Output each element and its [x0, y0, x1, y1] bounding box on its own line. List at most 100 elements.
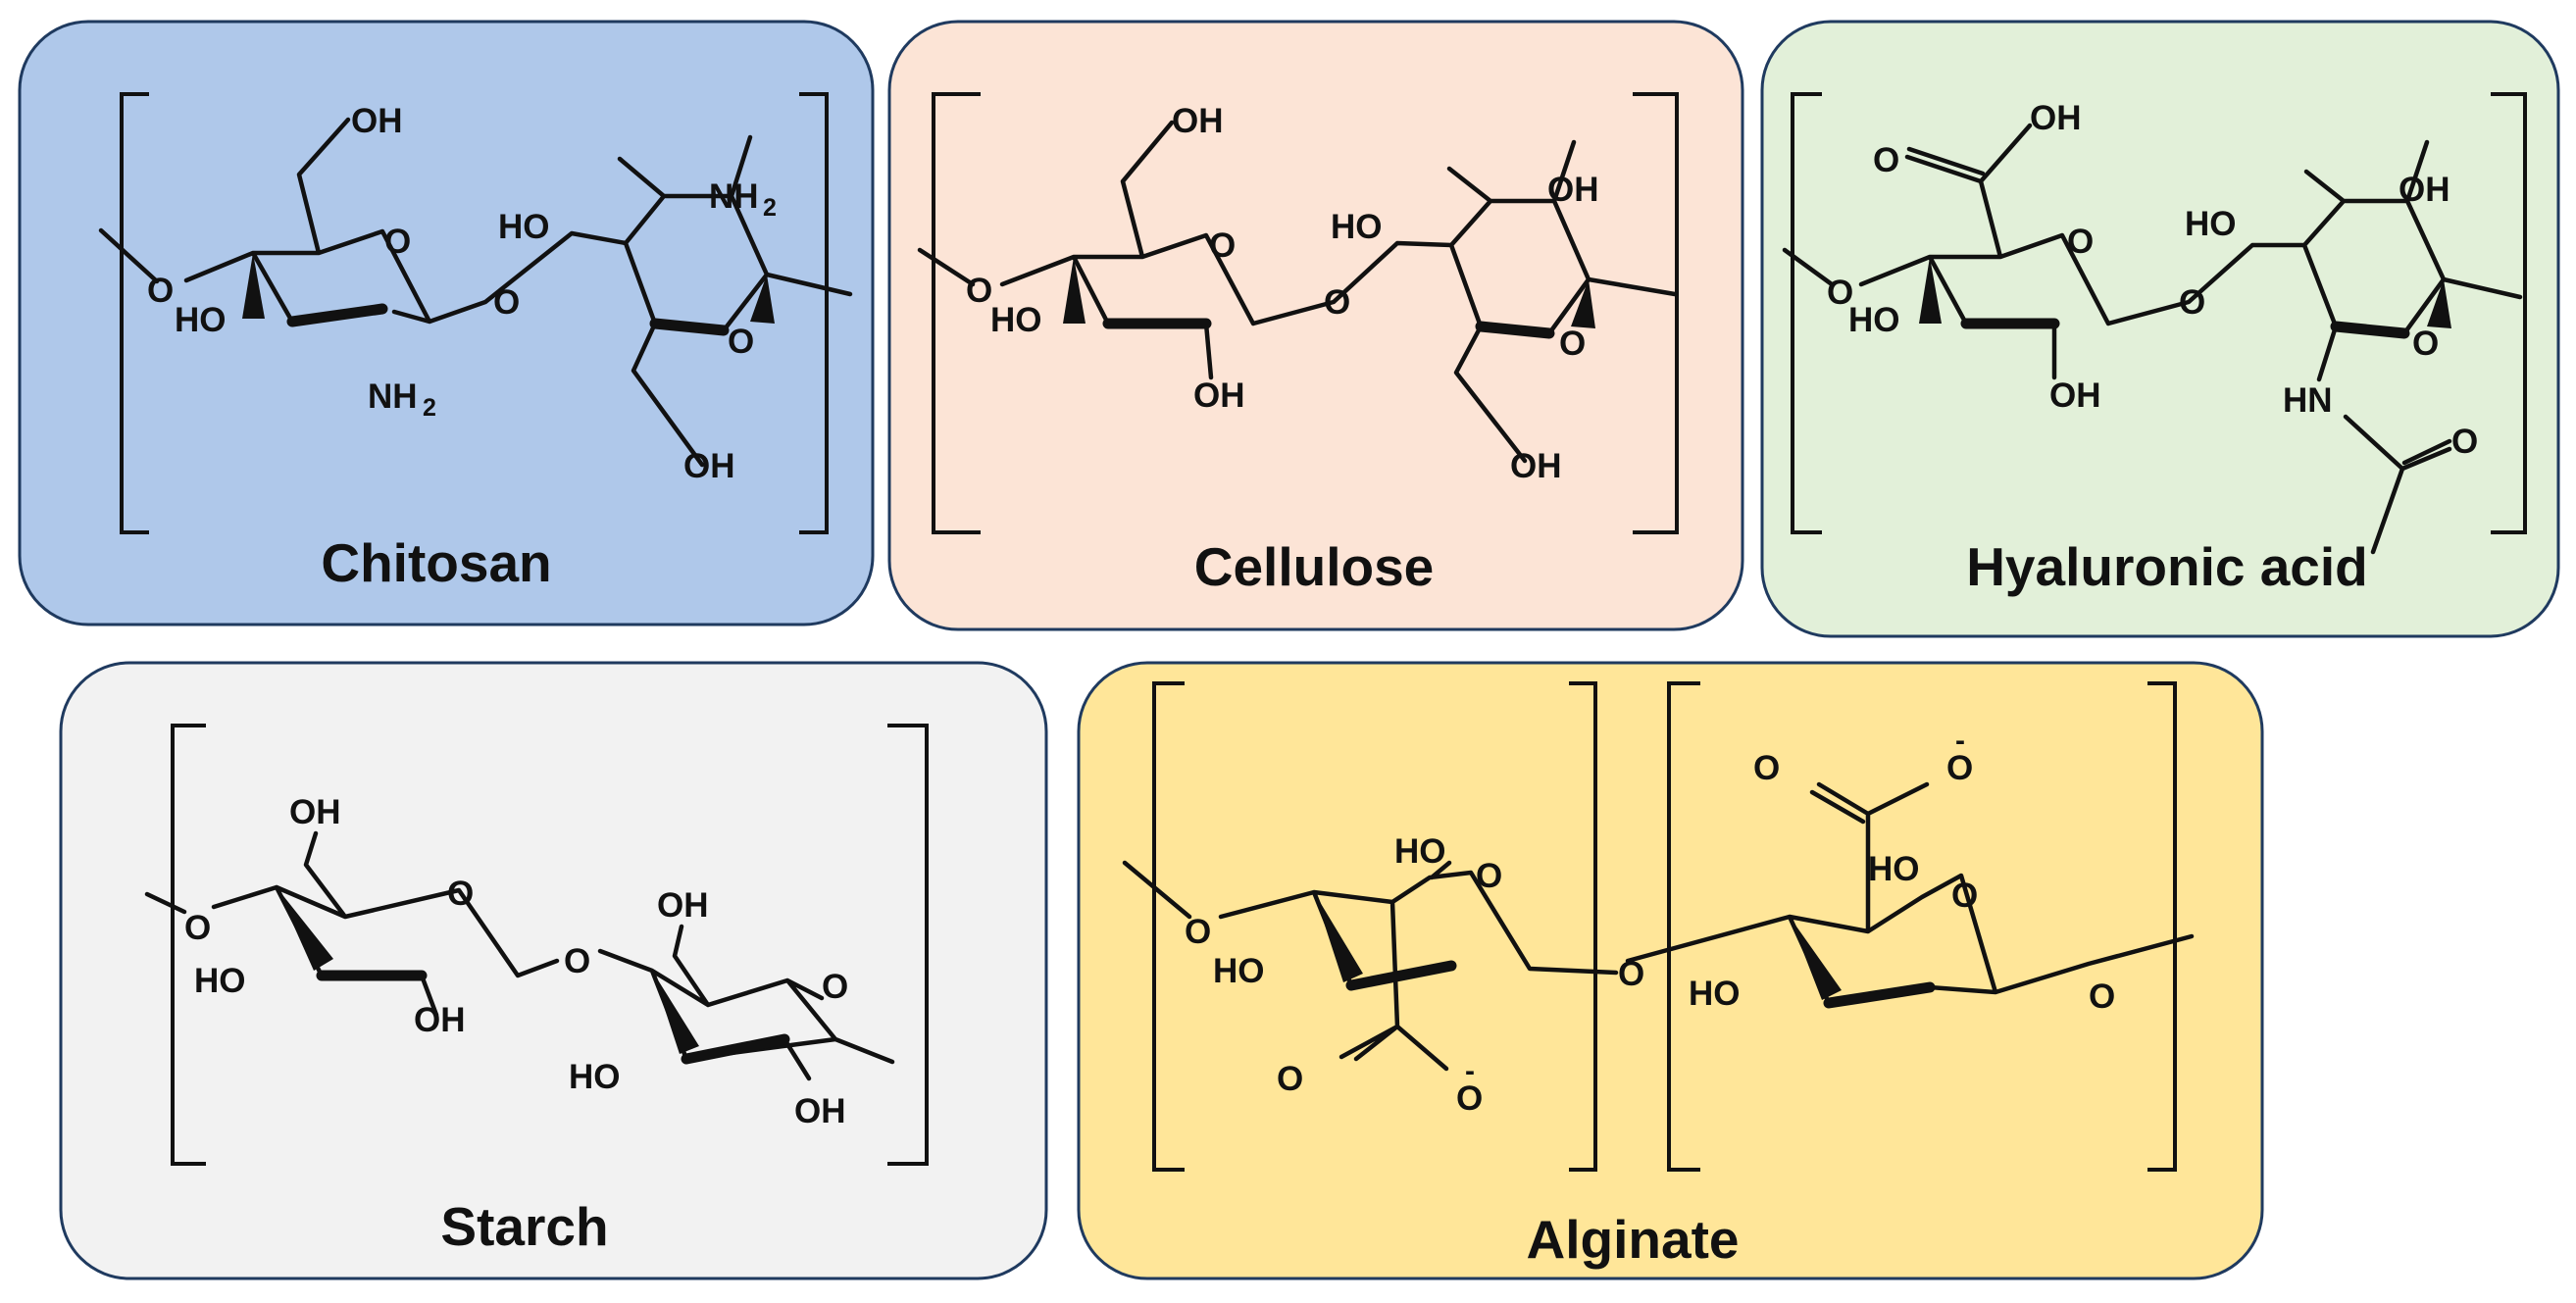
alginate-bracket-1-right: [1569, 681, 1597, 1172]
chitosan-glycosidic-o: O: [493, 283, 520, 322]
hyaluronic-ring-o-2: O: [2412, 325, 2439, 363]
chitosan-structure: OH O O HO NH 2 O HO NH 2 O OH Chitosan: [98, 92, 853, 593]
cellulose-oh-top: OH: [1172, 102, 1224, 140]
hyaluronic-bracket-right: [2491, 92, 2527, 534]
cellulose-bracket-right: [1633, 92, 1679, 534]
alginate-wedge-2: [1790, 917, 1842, 1000]
starch-ho-left: HO: [194, 962, 246, 1000]
alginate-bracket-1-left: [1152, 681, 1185, 1172]
alginate-charge-2: -: [1955, 725, 1965, 757]
hyaluronic-wedge-2: [2427, 279, 2451, 328]
panel-cellulose: [887, 20, 1744, 631]
cellulose-label: Cellulose: [1194, 536, 1435, 597]
chitosan-nh-bottom: NH: [368, 377, 418, 416]
chitosan-nh-top: NH: [709, 177, 759, 216]
hyaluronic-acid-label: Hyaluronic acid: [1966, 536, 2368, 597]
chitosan-bold-bond: [286, 303, 388, 327]
cellulose-ho-left: HO: [990, 301, 1042, 339]
chitosan-link-o: O: [147, 272, 174, 310]
starch-ho-right: HO: [569, 1058, 621, 1096]
starch-oh-top-2: OH: [657, 886, 709, 925]
alginate-bracket-2-right: [2147, 681, 2177, 1172]
chitosan-wedge-2: [750, 275, 775, 324]
cellulose-bold-bond-2: [1475, 321, 1555, 339]
starch-wedge-2: [652, 971, 699, 1054]
starch-ring-o-2: O: [822, 968, 848, 1006]
panel-chitosan-background: [18, 20, 875, 626]
hyaluronic-wedge: [1919, 257, 1942, 324]
hyaluronic-ho-left: HO: [1848, 301, 1900, 339]
alginate-structure: HO O O HO O O O - O O - HO O HO O Algina…: [1122, 681, 2195, 1270]
chitosan-oh-bottom: OH: [683, 447, 735, 485]
chitosan-wedge: [242, 253, 265, 319]
chitosan-ho-right: HO: [498, 208, 550, 246]
starch-wedge: [277, 887, 333, 971]
cellulose-ring-o-2: O: [1559, 325, 1586, 363]
cellulose-oh-bottom-2: OH: [1510, 447, 1562, 485]
panel-chitosan: [18, 20, 875, 626]
cellulose-bracket-left: [932, 92, 981, 534]
starch-bracket-left: [171, 724, 206, 1166]
hyaluronic-ho-right: HO: [2185, 205, 2237, 243]
starch-oh-top: OH: [289, 793, 341, 831]
hyaluronic-acetyl-o: O: [2451, 423, 2478, 461]
alginate-wedge: [1314, 892, 1363, 982]
chitosan-bold-bond-2: [649, 318, 730, 336]
alginate-ring-o-1: O: [1476, 857, 1502, 895]
chitosan-nh2-top-sub: 2: [763, 194, 777, 222]
starch-structure: OH O O HO OH O OH O HO OH Starch: [144, 724, 929, 1257]
chitosan-ho-left: HO: [175, 301, 227, 339]
alginate-carboxylate-o-1: O: [1277, 1060, 1303, 1098]
hyaluronic-carboxyl-o: O: [1873, 141, 1899, 179]
alginate-carboxylate-o-3: O: [1753, 749, 1780, 787]
alginate-bold-bond: [1345, 960, 1457, 991]
hyaluronic-acid-structure: OH O O O HO OH O HO OH O HN O Hyaluronic…: [1782, 92, 2527, 597]
starch-ring-o: O: [447, 875, 474, 913]
alginate-carboxylate-o-4: O: [1946, 749, 1973, 787]
panel-cellulose-background: [887, 20, 1744, 631]
panel-starch-background: [59, 661, 1048, 1280]
hyaluronic-bracket-left: [1791, 92, 1822, 534]
hyaluronic-link-o: O: [1827, 274, 1853, 312]
alginate-terminal-o: O: [2089, 977, 2115, 1016]
starch-oh-bottom-2: OH: [794, 1092, 846, 1130]
cellulose-glycosidic-o: O: [1324, 283, 1350, 322]
cellulose-wedge: [1063, 257, 1086, 324]
alginate-link-o: O: [1185, 913, 1211, 951]
hyaluronic-bold-bond-2: [2330, 321, 2410, 339]
chitosan-nh2-top: NH 2: [709, 177, 777, 222]
cellulose-oh-top-2: OH: [1547, 171, 1599, 209]
hyaluronic-carboxyl-oh: OH: [2030, 99, 2082, 137]
hyaluronic-glycosidic-o: O: [2179, 283, 2205, 322]
chitosan-nh2-bottom: NH 2: [368, 377, 436, 422]
alginate-glycosidic-o: O: [1618, 955, 1644, 993]
starch-label: Starch: [440, 1196, 608, 1257]
panel-starch: [59, 661, 1048, 1280]
chitosan-bracket-right: [799, 92, 829, 534]
alginate-label: Alginate: [1527, 1209, 1740, 1270]
alginate-ho-left-2: HO: [1689, 975, 1741, 1013]
hyaluronic-oh-top: OH: [2399, 171, 2450, 209]
alginate-ho-top-2: HO: [1868, 850, 1920, 888]
alginate-ho-top-1: HO: [1394, 832, 1446, 871]
chitosan-bracket-left: [120, 92, 149, 534]
starch-oh-bottom: OH: [414, 1001, 466, 1039]
starch-bracket-right: [887, 724, 929, 1166]
alginate-carboxylate-o-minus-2: O -: [1946, 725, 1973, 787]
alginate-bracket-2-left: [1667, 681, 1700, 1172]
starch-glycosidic-o: O: [564, 942, 590, 980]
alginate-carboxylate-o-2: O: [1456, 1079, 1483, 1118]
cellulose-ho-right: HO: [1331, 208, 1383, 246]
chitosan-ring-o: O: [384, 223, 411, 261]
starch-bold-bond-2: [681, 1033, 790, 1065]
alginate-charge-1: -: [1465, 1055, 1475, 1087]
cellulose-ring-o: O: [1209, 226, 1236, 265]
cellulose-wedge-2: [1571, 279, 1595, 328]
starch-link-o: O: [184, 909, 211, 947]
alginate-carboxylate-o-minus-1: O -: [1456, 1055, 1483, 1118]
chitosan-oh-top: OH: [351, 102, 403, 140]
hyaluronic-oh-bottom: OH: [2049, 376, 2101, 415]
alginate-ring-o-2: O: [1951, 877, 1978, 915]
